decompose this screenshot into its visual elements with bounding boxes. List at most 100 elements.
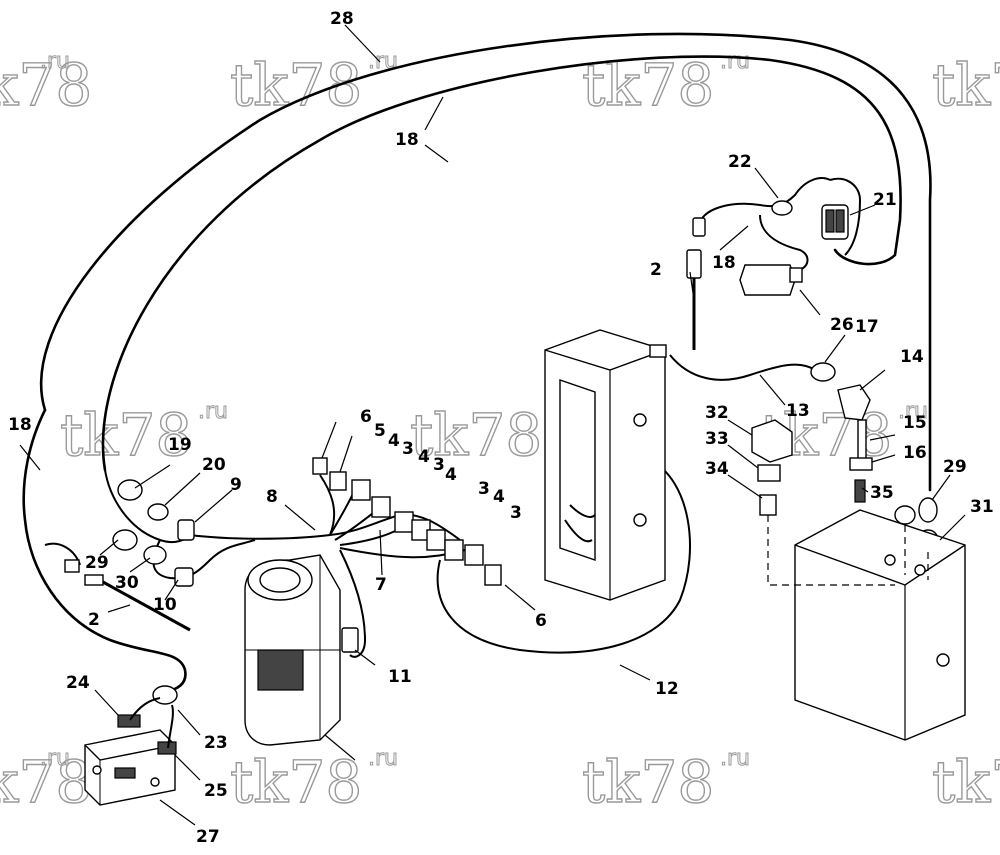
module-26 xyxy=(739,264,803,296)
callout-4-c: 4 xyxy=(445,465,457,485)
callout-24: 24 xyxy=(66,673,90,693)
callout-3-a: 3 xyxy=(402,439,414,459)
watermark-bottom-center-left: tk78 .ru xyxy=(229,746,398,817)
callout-30: 30 xyxy=(115,573,139,593)
relay-32 xyxy=(751,419,793,463)
harness-8 xyxy=(189,513,461,541)
connector-6-lower xyxy=(484,564,502,586)
callout-26: 26 xyxy=(830,315,854,335)
callout-2-upper: 2 xyxy=(650,260,662,280)
harness-18-inner xyxy=(101,55,902,472)
connector-cluster-3-4-5-6 xyxy=(312,457,502,586)
callout-15: 15 xyxy=(903,413,927,433)
svg-text:.ru: .ru xyxy=(720,49,750,74)
callout-12: 12 xyxy=(655,679,679,699)
callout-29-right: 29 xyxy=(943,457,967,477)
watermark-bottom-center-right: tk78 .ru xyxy=(581,746,750,817)
connector-35 xyxy=(854,479,866,503)
connector-10 xyxy=(174,567,194,587)
harness-8-down-11 xyxy=(339,549,367,658)
callout-32: 32 xyxy=(705,403,729,423)
callout-18-left: 18 xyxy=(8,415,32,435)
connector-34 xyxy=(759,494,777,516)
connector-20 xyxy=(147,503,169,521)
connector-4-d xyxy=(444,539,464,561)
svg-text:tk78: tk78 xyxy=(60,401,192,469)
connector-4-c xyxy=(426,529,446,551)
svg-text:.ru: .ru xyxy=(198,399,228,424)
callout-18-top: 18 xyxy=(395,130,419,150)
switch-11 xyxy=(341,627,359,653)
callout-9: 9 xyxy=(230,475,242,495)
watermark-layer: tk78 .ru tk78 .ru tk78 .ru tk78 tk78 .ru… xyxy=(0,49,1000,817)
connector-4-b xyxy=(394,511,414,533)
callout-16: 16 xyxy=(903,443,927,463)
electrical-box xyxy=(794,509,966,741)
callout-33: 33 xyxy=(705,429,729,449)
callout-2-lower: 2 xyxy=(88,610,100,630)
central-harness-wires xyxy=(44,354,816,658)
long-harness-wires xyxy=(22,32,932,694)
callout-34: 34 xyxy=(705,459,729,479)
harness-22-down xyxy=(759,214,809,271)
callout-18-right: 18 xyxy=(712,253,736,273)
callout-labels: 28 18 22 21 18 2 26 17 14 13 15 16 35 29… xyxy=(8,9,994,847)
connector-9 xyxy=(177,519,195,541)
watermark-mid-left: tk78 .ru xyxy=(59,399,228,470)
callout-35: 35 xyxy=(870,483,894,503)
svg-text:tk78: tk78 xyxy=(0,51,92,119)
connector-22 xyxy=(771,200,793,216)
connector-3-a xyxy=(371,496,391,518)
callout-31: 31 xyxy=(970,497,994,517)
relay-21 xyxy=(821,204,849,240)
svg-text:.ru: .ru xyxy=(720,746,750,771)
install-dashed-lines xyxy=(767,515,929,586)
connector-19 xyxy=(117,479,143,501)
callout-27: 27 xyxy=(196,827,220,847)
svg-text:.ru: .ru xyxy=(898,399,928,424)
callout-21: 21 xyxy=(873,190,897,210)
leader-lines xyxy=(19,24,966,826)
connector-29-left xyxy=(112,529,138,551)
callout-11: 11 xyxy=(388,667,412,687)
control-panel-27 xyxy=(84,685,178,806)
callout-22: 22 xyxy=(728,152,752,172)
connector-6-upper xyxy=(312,457,328,475)
connector-16 xyxy=(849,457,873,471)
svg-text:tk78: tk78 xyxy=(230,748,362,816)
callout-7: 7 xyxy=(375,575,387,595)
callout-6-upper: 6 xyxy=(360,407,372,427)
callout-8: 8 xyxy=(266,487,278,507)
callout-4-b: 4 xyxy=(418,447,430,467)
callout-6-lower: 6 xyxy=(535,611,547,631)
svg-text:.ru: .ru xyxy=(40,49,70,74)
watermark-top-center-right: tk78 .ru xyxy=(581,49,750,120)
connector-24 xyxy=(117,714,141,728)
callout-23: 23 xyxy=(204,733,228,753)
svg-text:tk78: tk78 xyxy=(410,401,542,469)
connector-35-round xyxy=(894,505,916,525)
sensor-2-upper xyxy=(686,217,706,350)
connector-23 xyxy=(152,685,178,705)
connector-25 xyxy=(157,741,177,755)
callout-13: 13 xyxy=(786,401,810,421)
callout-4-a: 4 xyxy=(388,431,400,451)
blower-motor xyxy=(244,554,341,746)
right-components xyxy=(751,362,939,551)
callout-29-left: 29 xyxy=(85,553,109,573)
callout-14: 14 xyxy=(900,347,924,367)
watermark-bottom-right: tk78 xyxy=(931,747,1000,816)
connector-3-c xyxy=(464,544,484,566)
callout-3-d: 3 xyxy=(510,503,522,523)
connector-29-right xyxy=(918,497,938,523)
harness-28-outer xyxy=(39,32,932,492)
svg-text:tk78: tk78 xyxy=(932,748,1000,816)
callout-25: 25 xyxy=(204,781,228,801)
callout-3-b: 3 xyxy=(433,455,445,475)
callout-28: 28 xyxy=(330,9,354,29)
connector-30 xyxy=(143,545,167,565)
svg-text:tk78: tk78 xyxy=(582,748,714,816)
harness-13 xyxy=(669,354,816,381)
svg-text:.ru: .ru xyxy=(40,746,70,771)
sensor-2-upper-connector xyxy=(686,249,702,279)
